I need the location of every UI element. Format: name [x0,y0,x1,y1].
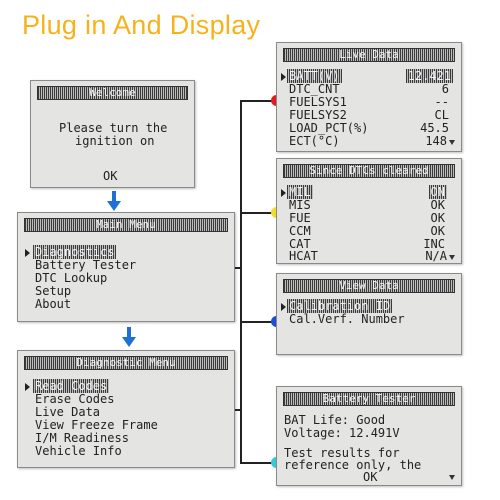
live-data-value: -- [434,95,449,109]
selection-arrow-icon [281,73,286,81]
monitor-label: FUE [289,211,311,225]
scroll-down-icon[interactable] [449,475,455,480]
view-data-header: View Data [283,279,455,293]
live-data-value: CL [434,108,449,122]
monitor-status: N/A [425,249,447,263]
monitor-label: HCAT [289,249,318,263]
down-arrow-icon [107,191,121,211]
view-data-screen: View Data Calibration ID Cal.Verf. Numbe… [276,273,462,355]
main-menu-screen: Main Menu Diagnostics Battery Tester DTC… [17,212,235,322]
menu-item-read-codes[interactable]: Read Codes [33,379,110,393]
welcome-message-line1: Please turn the [59,121,168,135]
menu-item-erase-codes[interactable]: Erase Codes [35,392,115,406]
live-data-label: LOAD_PCT(%) [289,121,369,135]
menu-item-dtc-lookup[interactable]: DTC Lookup [35,271,108,285]
connector-trunk [240,100,242,462]
since-dtcs-screen: Since DTCs cleared MIL ON MIS OK FUE OK … [276,158,462,264]
monitor-status: OK [430,198,445,212]
view-item-cal-verf-number[interactable]: Cal.Verf. Number [289,312,405,326]
live-data-value: 45.5 [420,121,449,135]
selection-arrow-icon [281,303,286,311]
scroll-down-icon[interactable] [449,140,455,145]
welcome-header: Welcome [37,86,188,100]
monitor-status: OK [430,211,445,225]
connector-since-dtcs [240,212,276,214]
monitor-label: MIS [289,198,311,212]
live-data-value: 12.421 [405,69,453,83]
connector-battery [240,462,276,464]
live-data-label: ECT(°C) [289,134,340,148]
live-data-value: 6 [441,82,449,96]
battery-note-line1: Test results for [284,446,400,460]
view-item-calibration-id[interactable]: Calibration ID [287,299,393,313]
battery-life: BAT Life: Good [284,413,386,427]
battery-tester-header: Battery Tester [283,392,455,406]
menu-item-view-freeze-frame[interactable]: View Freeze Frame [35,418,158,432]
battery-tester-screen: Battery Tester BAT Life: Good Voltage: 1… [276,386,462,486]
selection-arrow-icon [25,383,30,391]
menu-item-about[interactable]: About [35,297,72,311]
selection-arrow-icon [281,189,286,197]
battery-ok-button[interactable]: OK [363,470,378,484]
monitor-status: OK [430,224,445,238]
menu-item-vehicle-info[interactable]: Vehicle Info [35,444,122,458]
main-menu-header: Main Menu [24,218,228,232]
battery-note-line2: reference only, the [284,458,422,472]
live-data-label: BATT(V) [287,69,342,83]
down-arrow-icon [122,327,136,347]
menu-item-setup[interactable]: Setup [35,284,72,298]
menu-item-diagnostics[interactable]: Diagnostics [33,245,117,259]
menu-item-battery-tester[interactable]: Battery Tester [35,258,137,272]
live-data-value: 148 [425,134,447,148]
live-data-label: FUELSYS2 [289,108,347,122]
monitor-label: CAT [289,237,311,251]
menu-item-im-readiness[interactable]: I/M Readiness [35,431,129,445]
live-data-label: FUELSYS1 [289,95,347,109]
monitor-label: MIL [287,185,313,199]
connector-diagnostic-menu [235,409,241,411]
live-data-label: DTC_CNT [289,82,340,96]
page-title: Plug in And Display [22,10,261,40]
live-data-header: Live Data [283,48,455,62]
scroll-down-icon[interactable] [449,255,455,260]
connector-main-menu [235,267,241,269]
diagnostic-menu-header: Diagnostic Menu [24,356,228,370]
welcome-ok-button[interactable]: OK [103,169,118,183]
monitor-label: CCM [289,224,311,238]
connector-view-data [240,321,276,323]
monitor-status: ON [428,185,447,199]
welcome-message-line2: ignition on [75,134,155,148]
connector-live-data [240,100,276,102]
since-dtcs-header: Since DTCs cleared [283,164,455,178]
battery-voltage: Voltage: 12.491V [284,426,400,440]
diagnostic-menu-screen: Diagnostic Menu Read Codes Erase Codes L… [17,350,235,468]
selection-arrow-icon [25,249,30,257]
welcome-screen: Welcome Please turn the ignition on OK [30,80,195,188]
live-data-screen: Live Data BATT(V) 12.421 DTC_CNT 6 FUELS… [276,42,462,152]
menu-item-live-data[interactable]: Live Data [35,405,101,419]
monitor-status: INC [423,237,445,251]
